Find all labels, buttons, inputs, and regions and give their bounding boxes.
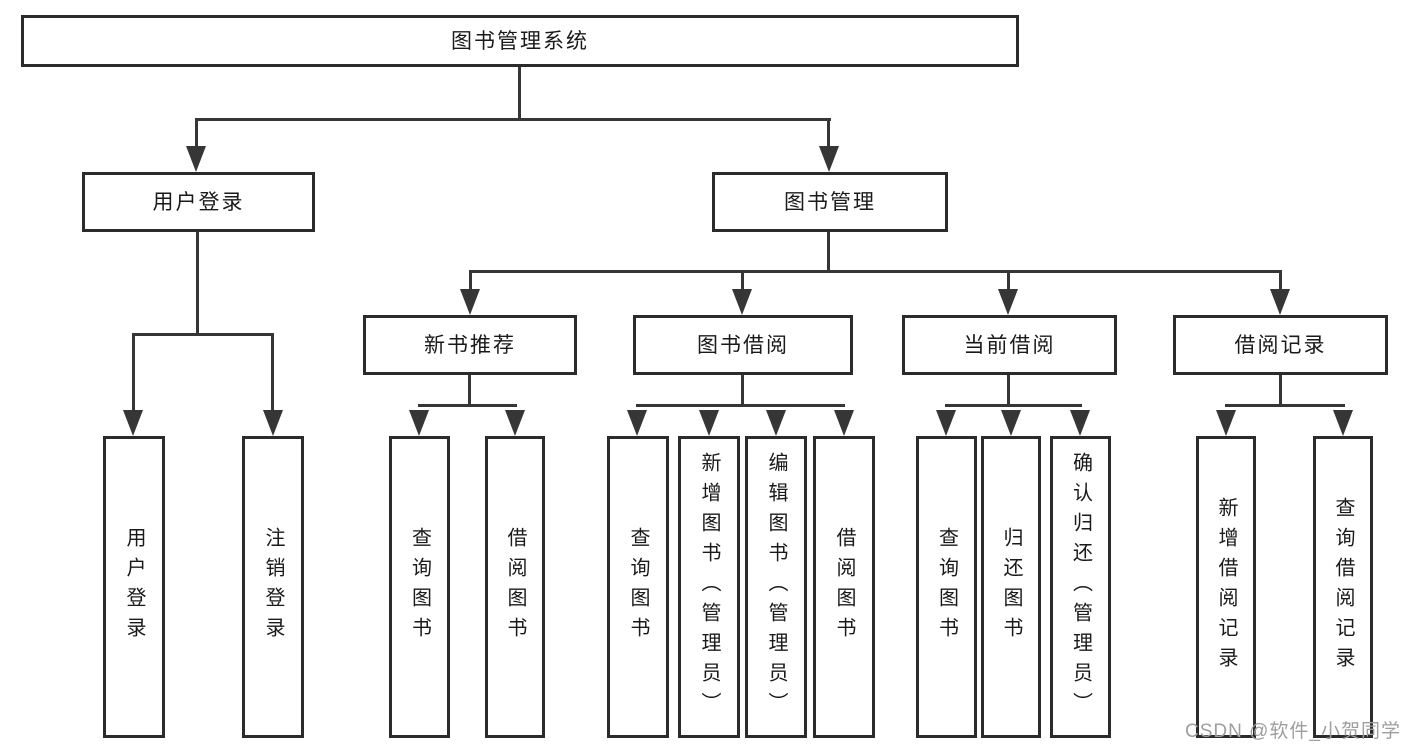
leaf-label: 新增图书（管理员）: [698, 452, 720, 722]
arrow-down-icon: [123, 410, 143, 436]
leaf-user-login: 用户登录: [103, 436, 165, 738]
leaf-query-borrow-record: 查询借阅记录: [1313, 436, 1373, 738]
connector-line: [271, 333, 274, 412]
leaf-add-borrow-record: 新增借阅记录: [1196, 436, 1256, 738]
arrow-down-icon: [834, 410, 854, 436]
node-label: 当前借阅: [963, 333, 1056, 357]
arrow-down-icon: [998, 289, 1018, 315]
leaf-add-books-admin: 新增图书（管理员）: [678, 436, 740, 738]
leaf-label: 借阅图书: [504, 527, 526, 647]
leaf-label: 用户登录: [123, 527, 145, 647]
node-borrowing-records: 借阅记录: [1173, 315, 1388, 375]
arrow-down-icon: [186, 146, 206, 172]
connector-line: [195, 118, 831, 121]
leaf-label: 查询图书: [935, 527, 958, 647]
connector-line: [1007, 375, 1010, 407]
arrow-down-icon: [732, 289, 752, 315]
csdn-watermark: CSDN @软件_小贺同学: [1185, 721, 1401, 742]
node-label: 图书借阅: [697, 333, 789, 357]
arrow-down-icon: [1270, 289, 1290, 315]
arrow-down-icon: [263, 410, 283, 436]
connector-line: [418, 404, 517, 407]
connector-line: [469, 270, 1282, 273]
arrow-down-icon: [505, 410, 525, 436]
connector-line: [1225, 404, 1345, 407]
arrow-down-icon: [699, 410, 719, 436]
connector-line: [1279, 375, 1282, 407]
leaf-label: 编辑图书（管理员）: [765, 452, 787, 722]
leaf-label: 注销登录: [262, 527, 284, 647]
node-book-management: 图书管理: [712, 172, 948, 232]
leaf-label: 确认归还（管理员）: [1069, 452, 1092, 722]
arrow-down-icon: [819, 146, 839, 172]
node-label: 用户登录: [152, 190, 245, 214]
leaf-label: 查询借阅记录: [1332, 497, 1354, 677]
connector-line: [827, 118, 830, 148]
leaf-label: 查询图书: [408, 527, 431, 647]
node-current-borrowing: 当前借阅: [902, 315, 1117, 375]
leaf-return-books: 归还图书: [981, 436, 1041, 738]
leaf-query-books-current: 查询图书: [916, 436, 977, 738]
connector-line: [636, 404, 845, 407]
connector-line: [196, 232, 199, 335]
leaf-query-books-borrowing: 查询图书: [607, 436, 669, 738]
connector-line: [741, 375, 744, 407]
leaf-logout: 注销登录: [242, 436, 304, 738]
connector-line: [827, 232, 830, 272]
connector-line: [518, 67, 521, 120]
arrow-down-icon: [1216, 410, 1236, 436]
node-book-borrowing: 图书借阅: [633, 315, 853, 375]
connector-line: [1007, 270, 1010, 291]
leaf-query-books-recommend: 查询图书: [389, 436, 450, 738]
arrow-down-icon: [936, 410, 956, 436]
leaf-edit-books-admin: 编辑图书（管理员）: [745, 436, 807, 738]
node-new-book-recommendation: 新书推荐: [363, 315, 577, 375]
connector-line: [945, 404, 1082, 407]
node-root-library-system: 图书管理系统: [21, 15, 1019, 67]
arrow-down-icon: [1001, 410, 1021, 436]
leaf-label: 新增借阅记录: [1215, 497, 1237, 677]
connector-line: [469, 270, 472, 291]
arrow-down-icon: [1333, 410, 1353, 436]
leaf-confirm-return-admin: 确认归还（管理员）: [1050, 436, 1111, 738]
connector-line: [1279, 270, 1282, 291]
connector-line: [741, 270, 744, 291]
leaf-borrow-books-recommend: 借阅图书: [485, 436, 545, 738]
arrow-down-icon: [766, 410, 786, 436]
arrow-down-icon: [409, 410, 429, 436]
node-user-login: 用户登录: [82, 172, 315, 232]
arrow-down-icon: [460, 289, 480, 315]
leaf-label: 借阅图书: [833, 527, 855, 647]
node-label: 图书管理: [784, 190, 876, 214]
connector-line: [195, 118, 198, 148]
connector-line: [468, 375, 471, 407]
node-label: 借阅记录: [1234, 333, 1327, 357]
arrow-down-icon: [1070, 410, 1090, 436]
leaf-label: 归还图书: [1000, 527, 1022, 647]
node-label: 图书管理系统: [451, 29, 589, 53]
connector-line: [132, 333, 274, 336]
leaf-label: 查询图书: [627, 527, 649, 647]
node-label: 新书推荐: [424, 333, 516, 357]
leaf-borrow-books: 借阅图书: [813, 436, 875, 738]
connector-line: [132, 333, 135, 412]
arrow-down-icon: [627, 410, 647, 436]
